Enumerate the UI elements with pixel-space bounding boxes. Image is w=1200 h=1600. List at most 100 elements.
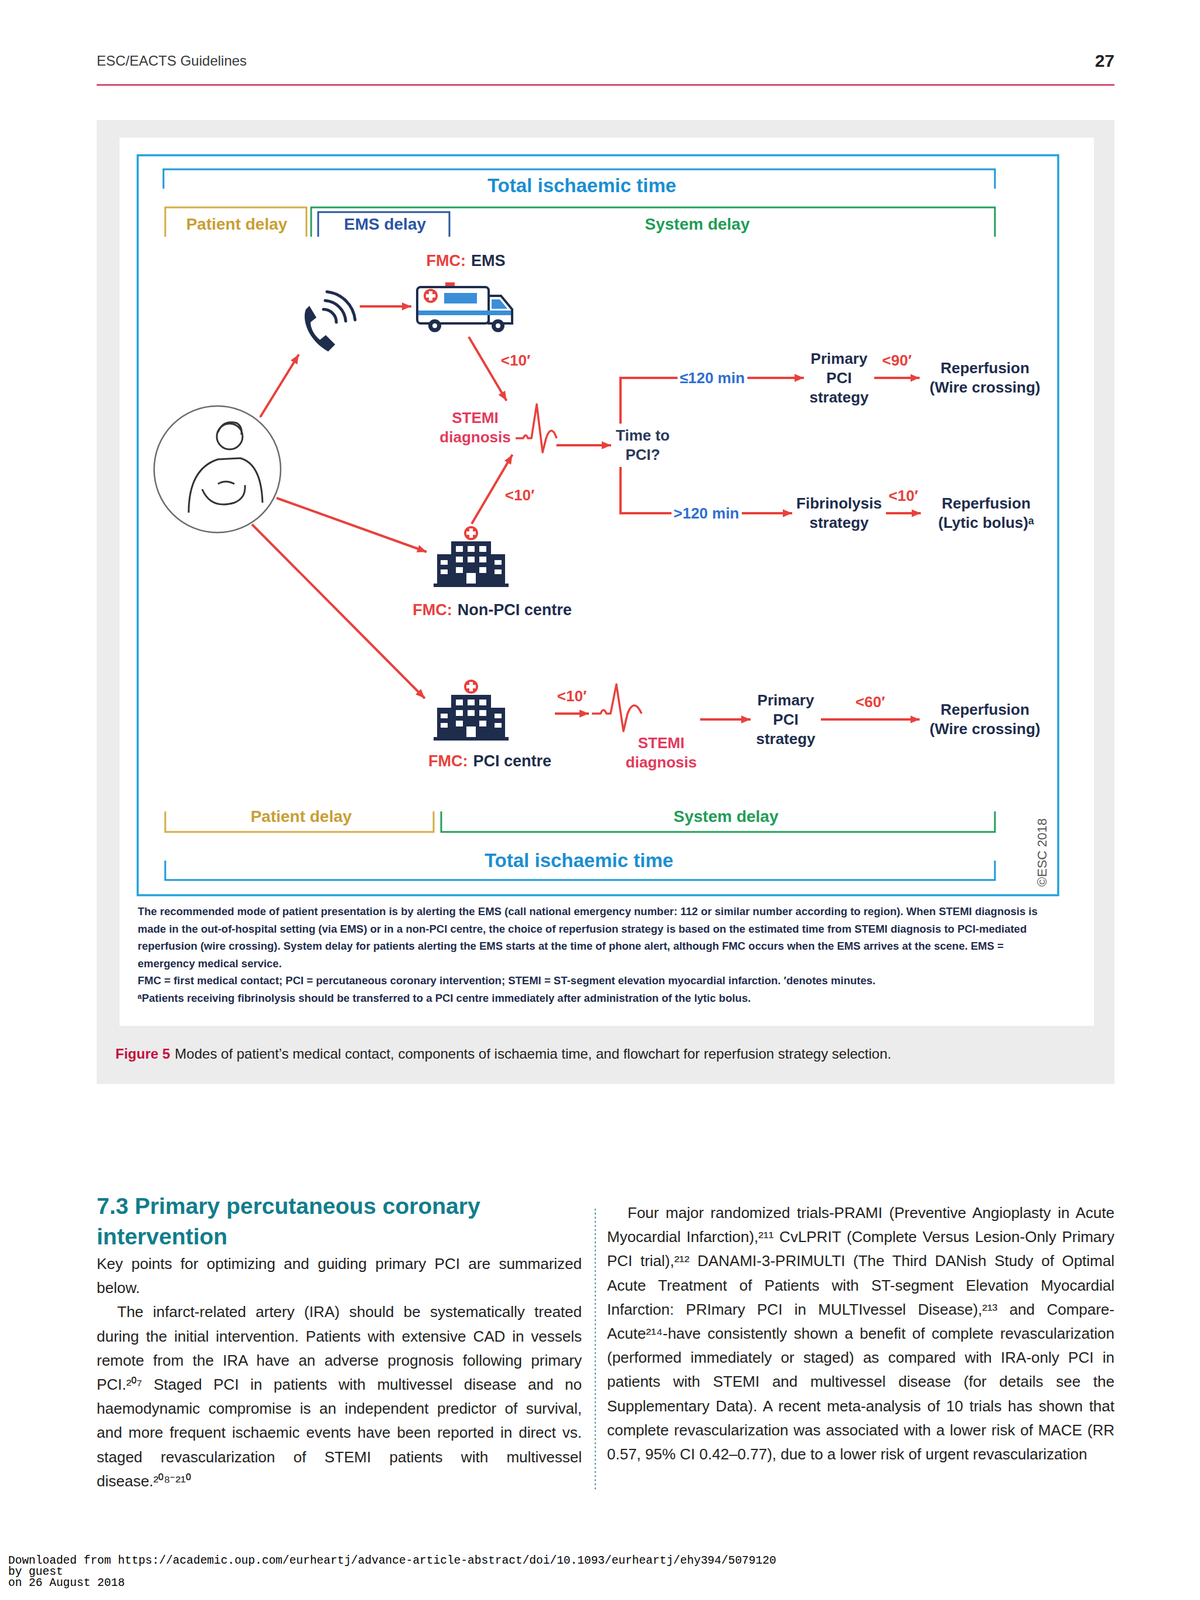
ambulance-body bbox=[417, 287, 489, 324]
strategy-step: Primary PCI strategy bbox=[750, 688, 821, 752]
bracket-label: System delay bbox=[645, 215, 750, 234]
download-stamp: by guest bbox=[8, 1566, 777, 1578]
figure-number: Figure 5 bbox=[115, 1045, 170, 1063]
running-header: ESC/EACTS Guidelines bbox=[96, 52, 247, 70]
patient-delay-bracket bbox=[165, 207, 307, 237]
flow-arrow bbox=[820, 718, 920, 721]
bracket-label: System delay bbox=[673, 807, 779, 827]
hospital-icon bbox=[433, 526, 509, 588]
body-paragraph: The infarct-related artery (IRA) should … bbox=[96, 1300, 582, 1494]
contact-prefix: FMC: bbox=[428, 751, 468, 772]
strategy-step: Fibrinolysis strategy bbox=[792, 491, 886, 535]
figure-note: ᵃPatients receiving fibrinolysis should … bbox=[137, 989, 1057, 1008]
phone-signal bbox=[325, 300, 346, 322]
contact-prefix: FMC: bbox=[412, 600, 452, 620]
download-stamp: on 26 August 2018 bbox=[8, 1577, 777, 1590]
step-text: Reperfusion (Lytic bolus)ᵃ bbox=[923, 493, 1050, 533]
figure-panel bbox=[96, 120, 1115, 1084]
time-limit-label: >120 min bbox=[670, 504, 742, 523]
figure-card bbox=[119, 137, 1094, 1026]
contact-place: Non-PCI centre bbox=[457, 600, 572, 620]
phone-signal bbox=[323, 309, 337, 323]
flow-arrow bbox=[556, 444, 612, 447]
ecg-trace bbox=[515, 404, 557, 453]
patient-hand bbox=[217, 481, 235, 484]
section-heading: 7.3 Primary percutaneous coronary interv… bbox=[96, 1191, 582, 1253]
download-stamp: Downloaded from https://academic.oup.com… bbox=[8, 1555, 777, 1567]
figure-caption: Modes of patient’s medical contact, comp… bbox=[174, 1045, 892, 1063]
diagnosis-step: STEMI diagnosis bbox=[588, 679, 701, 775]
cross-bar bbox=[425, 294, 436, 298]
system-delay-bracket bbox=[311, 207, 995, 237]
step-text: STEMI diagnosis bbox=[438, 408, 513, 448]
step-text: Primary PCI strategy bbox=[752, 690, 819, 749]
contact-arrow bbox=[251, 524, 425, 699]
step-text: Fibrinolysis strategy bbox=[794, 493, 884, 533]
ambulance-cab bbox=[488, 295, 513, 324]
ambulance-wheel bbox=[491, 319, 505, 333]
ambulance-contact-box: FMC:EMS bbox=[413, 249, 519, 337]
wheel-hub bbox=[432, 323, 438, 329]
bracket-label: Patient delay bbox=[250, 807, 353, 827]
contact-arrow bbox=[359, 305, 412, 308]
wheel-hub bbox=[495, 323, 501, 329]
outcome-step: Reperfusion (Wire crossing) bbox=[919, 356, 1051, 400]
text-column: 7.3 Primary percutaneous coronary interv… bbox=[96, 1191, 582, 1494]
patient-hair bbox=[217, 422, 242, 435]
figure-note: FMC = first medical contact; PCI = percu… bbox=[137, 972, 1057, 990]
flow-arrow bbox=[874, 376, 920, 380]
diagnosis-step: STEMI diagnosis bbox=[436, 400, 557, 455]
hospital-contact-box: FMC:PCI centre bbox=[424, 672, 555, 774]
step-text: Reperfusion (Wire crossing) bbox=[922, 358, 1049, 398]
hospital-icon bbox=[433, 679, 509, 741]
flow-arrow bbox=[700, 718, 751, 721]
body-paragraph: Four major randomized trials-PRAMI (Prev… bbox=[607, 1201, 1115, 1467]
ecg-trace bbox=[591, 684, 642, 732]
outcome-step: Reperfusion (Wire crossing) bbox=[919, 697, 1051, 742]
contact-arrow bbox=[260, 354, 299, 418]
patient-body bbox=[188, 458, 263, 513]
step-text: STEMI diagnosis bbox=[624, 733, 698, 773]
text-column: Four major randomized trials-PRAMI (Prev… bbox=[607, 1201, 1115, 1467]
download-footer: Downloaded from https://academic.oup.com… bbox=[8, 1555, 777, 1590]
body-paragraph: Key points for optimizing and guiding pr… bbox=[96, 1252, 582, 1301]
figure-note: The recommended mode of patient presenta… bbox=[137, 902, 1057, 973]
ambulance-stripe bbox=[418, 310, 511, 316]
strategy-step: Primary PCI strategy bbox=[803, 346, 875, 410]
ambulance-window bbox=[444, 292, 477, 304]
copyright-mark: ©ESC 2018 bbox=[1034, 818, 1050, 888]
step-text: Reperfusion (Wire crossing) bbox=[922, 700, 1049, 739]
contact-arrow bbox=[276, 498, 427, 552]
time-limit-label: <90′ bbox=[880, 351, 915, 370]
outcome-step: Reperfusion (Lytic bolus)ᵃ bbox=[921, 491, 1052, 535]
time-limit-label: <60′ bbox=[853, 693, 888, 711]
bracket-label: Patient delay bbox=[186, 215, 288, 234]
bracket-label: Total ischaemic time bbox=[484, 849, 674, 872]
flow-arrow bbox=[885, 512, 922, 515]
step-text: Time to PCI? bbox=[613, 425, 673, 465]
patient-circle bbox=[154, 406, 281, 533]
figure-frame bbox=[137, 155, 1059, 896]
contact-prefix: FMC: bbox=[426, 251, 466, 271]
time-limit-label: <10′ bbox=[886, 486, 921, 505]
ambulance-cross bbox=[423, 288, 438, 303]
time-limit-label: <10′ bbox=[554, 687, 589, 705]
hospital-contact-box: FMC:Non-PCI centre bbox=[404, 523, 581, 623]
ems-delay-bracket bbox=[318, 212, 450, 237]
page-number: 27 bbox=[1095, 50, 1115, 71]
figure-notes: The recommended mode of patient presenta… bbox=[137, 902, 1057, 1008]
flow-arrow bbox=[554, 712, 589, 715]
header-rule bbox=[96, 84, 1115, 86]
bracket-label: Total ischaemic time bbox=[487, 174, 677, 197]
patient-arm bbox=[202, 485, 245, 505]
bracket-label: EMS delay bbox=[343, 215, 426, 234]
step-text: Primary PCI strategy bbox=[806, 349, 872, 408]
time-limit-label: ≤120 min bbox=[677, 369, 748, 387]
ambulance-wheel bbox=[428, 319, 442, 333]
contact-place: PCI centre bbox=[472, 751, 552, 772]
decision-step: Time to PCI? bbox=[611, 423, 675, 467]
ambulance-windscreen bbox=[491, 299, 508, 309]
time-limit-label: <10′ bbox=[498, 351, 533, 370]
time-limit-label: <10′ bbox=[502, 486, 537, 504]
